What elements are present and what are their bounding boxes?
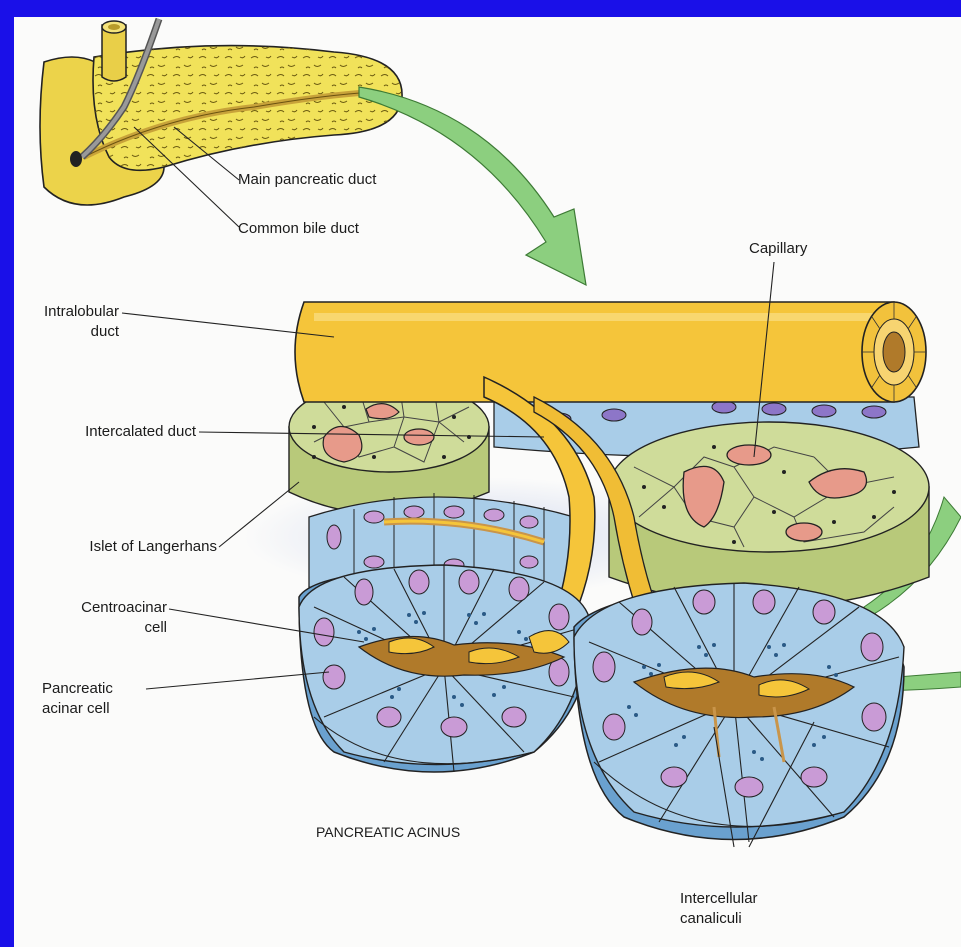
acinus-right <box>574 583 904 842</box>
pancreas-illustration <box>14 17 961 947</box>
acinus-left <box>299 565 589 772</box>
diagram-canvas: Main pancreatic duct Common bile duct Ca… <box>14 17 961 947</box>
label-capillary: Capillary <box>749 239 807 258</box>
label-intralobular-duct-line1: Intralobular <box>24 302 119 321</box>
islet-right <box>609 422 929 607</box>
label-main-pancreatic-duct: Main pancreatic duct <box>238 170 376 189</box>
label-common-bile-duct: Common bile duct <box>238 219 359 238</box>
label-intercalated-duct: Intercalated duct <box>24 422 196 441</box>
intralobular-duct <box>295 302 926 402</box>
label-centroacinar-cell-line1: Centroacinar <box>24 598 167 617</box>
label-islet-of-langerhans: Islet of Langerhans <box>24 537 217 556</box>
label-intercellular-canaliculi-line2: canaliculi <box>680 909 742 928</box>
label-intralobular-duct-line2: duct <box>24 322 119 341</box>
label-pancreatic-acinus: PANCREATIC ACINUS <box>316 823 460 842</box>
label-intercellular-canaliculi-line1: Intercellular <box>680 889 758 908</box>
label-centroacinar-cell-line2: cell <box>24 618 167 637</box>
label-pancreatic-acinar-cell-line1: Pancreatic <box>42 679 113 698</box>
label-pancreatic-acinar-cell-line2: acinar cell <box>42 699 110 718</box>
